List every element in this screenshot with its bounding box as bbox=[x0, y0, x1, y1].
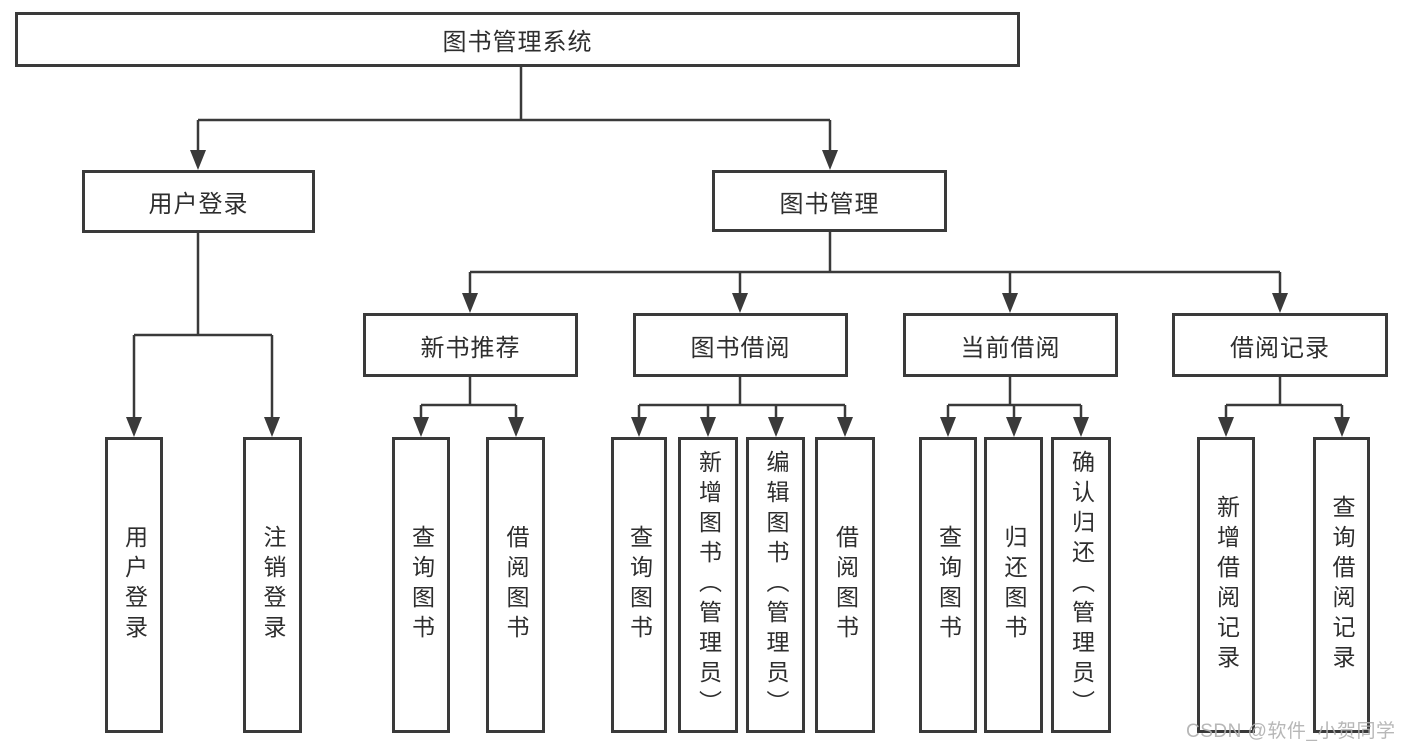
arrowhead-icon bbox=[190, 150, 206, 170]
connector-root-to-level2 bbox=[190, 67, 838, 170]
node-label: 当前借阅 bbox=[960, 334, 1061, 362]
arrowhead-icon bbox=[264, 417, 280, 437]
arrowhead-icon bbox=[1073, 417, 1089, 437]
arrowhead-icon bbox=[631, 417, 647, 437]
connector-book-management-to-level3 bbox=[462, 232, 1288, 313]
node-leaf-add-books-admin: 新增图书（管理员） bbox=[678, 437, 738, 733]
arrowhead-icon bbox=[1218, 417, 1234, 437]
arrowhead-icon bbox=[1006, 417, 1022, 437]
node-leaf-borrow-books-1: 借阅图书 bbox=[486, 437, 545, 733]
arrowhead-icon bbox=[837, 417, 853, 437]
arrowhead-icon bbox=[732, 293, 748, 313]
node-label: 用户登录 bbox=[148, 191, 249, 218]
arrowhead-icon bbox=[508, 417, 524, 437]
node-borrow-records: 借阅记录 bbox=[1172, 313, 1388, 377]
node-root-system: 图书管理系统 bbox=[15, 12, 1020, 67]
node-label: 归还图书 bbox=[1001, 525, 1027, 645]
node-new-book-recommend: 新书推荐 bbox=[363, 313, 578, 377]
node-label: 借阅记录 bbox=[1230, 334, 1330, 362]
node-leaf-user-login: 用户登录 bbox=[105, 437, 163, 733]
arrowhead-icon bbox=[700, 417, 716, 437]
node-label: 查询图书 bbox=[935, 525, 962, 645]
arrowhead-icon bbox=[822, 150, 838, 170]
node-label: 用户登录 bbox=[121, 525, 148, 645]
node-leaf-edit-books-admin: 编辑图书（管理员） bbox=[746, 437, 805, 733]
arrowhead-icon bbox=[413, 417, 429, 437]
arrowhead-icon bbox=[1002, 293, 1018, 313]
arrowhead-icon bbox=[126, 417, 142, 437]
node-leaf-query-books-3: 查询图书 bbox=[919, 437, 977, 733]
node-label: 新增借阅记录 bbox=[1213, 495, 1240, 675]
node-user-login: 用户登录 bbox=[82, 170, 315, 233]
node-leaf-query-books-2: 查询图书 bbox=[611, 437, 667, 733]
node-book-management: 图书管理 bbox=[712, 170, 947, 232]
node-leaf-confirm-return-admin: 确认归还（管理员） bbox=[1051, 437, 1111, 733]
node-leaf-return-books: 归还图书 bbox=[984, 437, 1043, 733]
connector-book-borrow-to-leaves bbox=[631, 377, 853, 437]
arrowhead-icon bbox=[1272, 293, 1288, 313]
node-leaf-query-books-1: 查询图书 bbox=[392, 437, 450, 733]
node-leaf-query-borrow-record: 查询借阅记录 bbox=[1313, 437, 1370, 733]
node-label: 图书管理 bbox=[779, 190, 880, 218]
node-current-borrow: 当前借阅 bbox=[903, 313, 1118, 377]
node-label: 图书管理系统 bbox=[442, 29, 593, 56]
connector-new-book-to-leaves bbox=[413, 377, 524, 437]
connector-borrow-records-to-leaves bbox=[1218, 377, 1350, 437]
node-label: 新书推荐 bbox=[420, 334, 521, 362]
node-label: 编辑图书（管理员） bbox=[763, 450, 789, 720]
node-label: 借阅图书 bbox=[832, 525, 859, 645]
node-label: 新增图书（管理员） bbox=[695, 450, 722, 720]
arrowhead-icon bbox=[940, 417, 956, 437]
node-label: 图书借阅 bbox=[690, 334, 791, 362]
csdn-watermark: CSDN @软件_小贺同学 bbox=[1186, 721, 1396, 742]
node-label: 确认归还（管理员） bbox=[1068, 450, 1095, 720]
node-label: 查询图书 bbox=[626, 525, 653, 645]
node-leaf-add-borrow-record: 新增借阅记录 bbox=[1197, 437, 1255, 733]
node-label: 注销登录 bbox=[260, 525, 286, 645]
connector-user-login-to-leaves bbox=[126, 233, 280, 437]
arrowhead-icon bbox=[768, 417, 784, 437]
node-label: 借阅图书 bbox=[503, 525, 529, 645]
node-book-borrow: 图书借阅 bbox=[633, 313, 848, 377]
node-label: 查询图书 bbox=[408, 525, 435, 645]
node-leaf-logout: 注销登录 bbox=[243, 437, 302, 733]
node-leaf-borrow-books-2: 借阅图书 bbox=[815, 437, 875, 733]
node-label: 查询借阅记录 bbox=[1329, 495, 1355, 675]
connector-current-borrow-to-leaves bbox=[940, 377, 1089, 437]
arrowhead-icon bbox=[1334, 417, 1350, 437]
arrowhead-icon bbox=[462, 293, 478, 313]
